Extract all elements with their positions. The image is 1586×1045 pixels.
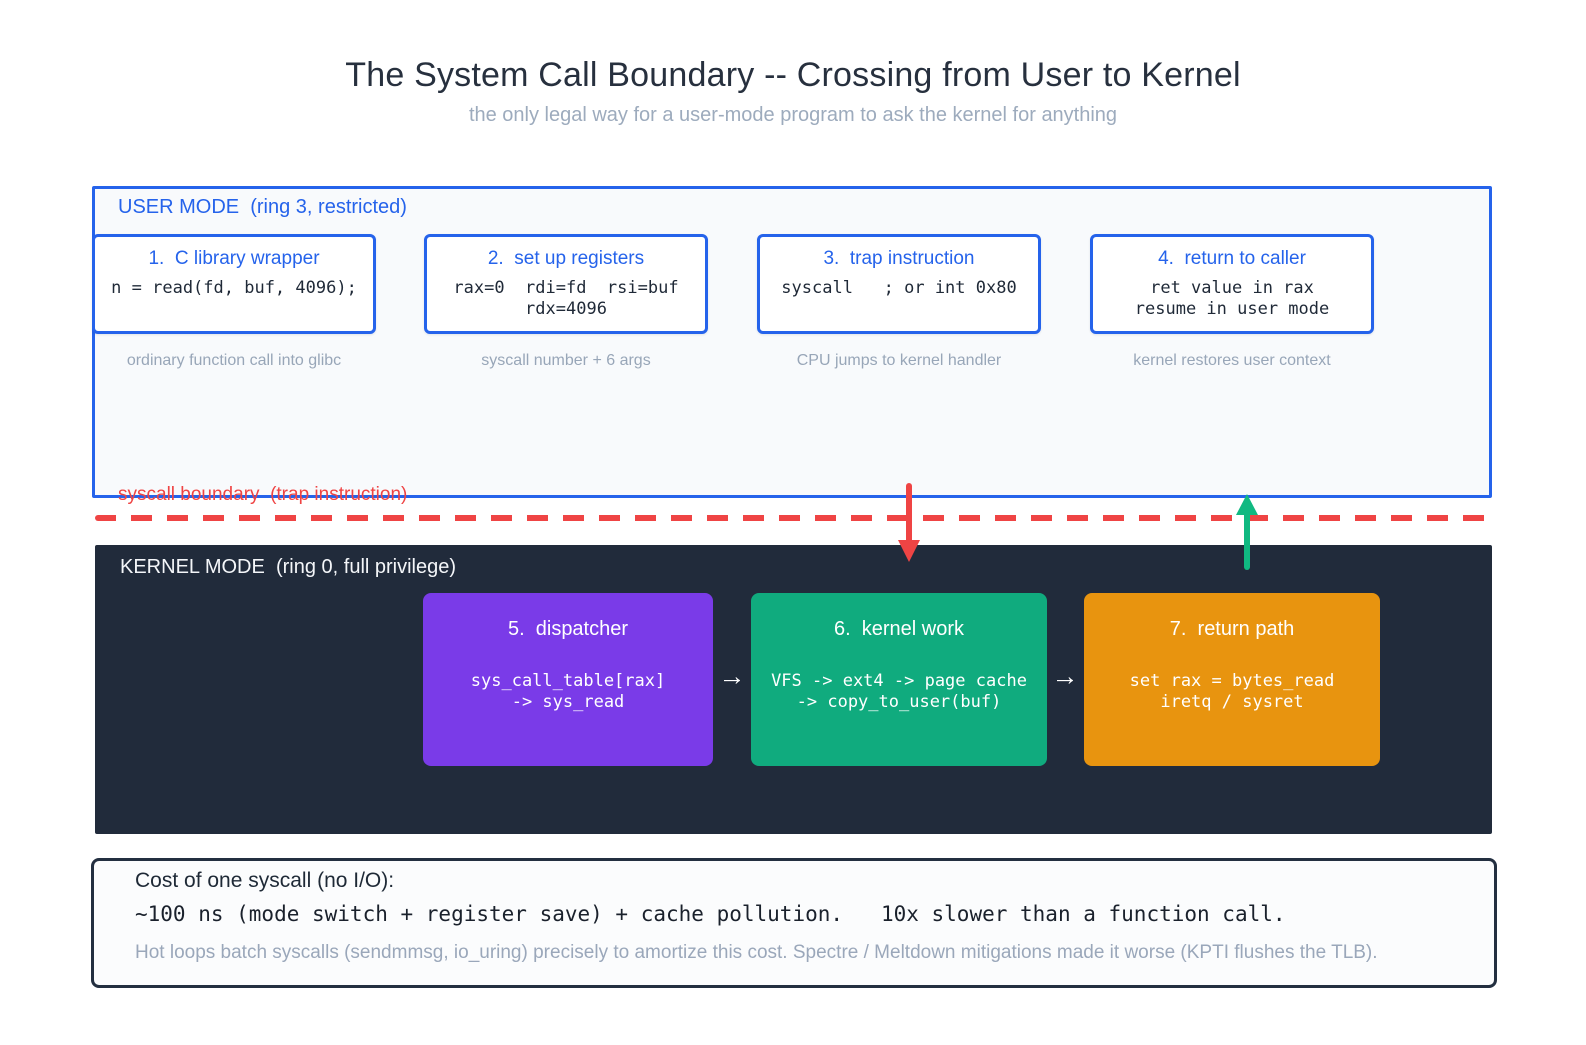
- flow-arrow-icon: →: [718, 661, 746, 691]
- cost-figures: ~100 ns (mode switch + register save) + …: [135, 902, 1286, 926]
- step-card-return-path: 7. return path set rax = bytes_read iret…: [1084, 593, 1380, 766]
- step-code: VFS -> ext4 -> page cache -> copy_to_use…: [771, 671, 1027, 712]
- cost-heading: Cost of one syscall (no I/O):: [135, 869, 395, 892]
- step-caption: syscall number + 6 args: [481, 352, 651, 369]
- step-card-dispatcher: 5. dispatcher sys_call_table[rax] -> sys…: [423, 593, 713, 766]
- step-title: 6. kernel work: [833, 618, 965, 640]
- step-title: 1. C library wrapper: [148, 248, 320, 269]
- step-caption: kernel restores user context: [1133, 352, 1331, 369]
- step-card-return-to-caller: 4. return to caller ret value in rax res…: [1090, 234, 1374, 334]
- cost-summary-box: [91, 858, 1497, 988]
- step-title: 2. set up registers: [487, 248, 645, 269]
- step-caption: CPU jumps to kernel handler: [796, 352, 1002, 369]
- syscall-boundary-label: syscall boundary (trap instruction): [118, 484, 408, 505]
- step-card-kernel-work: 6. kernel work VFS -> ext4 -> page cache…: [751, 593, 1047, 766]
- step-card-c-library-wrapper: 1. C library wrapper n = read(fd, buf, 4…: [92, 234, 376, 334]
- step-code: sys_call_table[rax] -> sys_read: [470, 671, 666, 712]
- page-subtitle: the only legal way for a user-mode progr…: [468, 104, 1118, 126]
- step-code: set rax = bytes_read iretq / sysret: [1129, 671, 1335, 712]
- syscall-boundary-dashed-line: [95, 515, 1490, 521]
- step-caption: ordinary function call into glibc: [126, 352, 342, 369]
- step-code: n = read(fd, buf, 4096);: [111, 278, 357, 298]
- kernel-mode-label: KERNEL MODE (ring 0, full privilege): [120, 556, 457, 578]
- step-code: ret value in rax resume in user mode: [1134, 278, 1330, 319]
- kernel-return-arrow-icon: [1236, 494, 1258, 570]
- cost-footnote: Hot loops batch syscalls (sendmmsg, io_u…: [135, 942, 1378, 963]
- flow-arrow-icon: →: [1051, 661, 1079, 691]
- page-title: The System Call Boundary -- Crossing fro…: [345, 56, 1241, 94]
- user-mode-panel: [92, 186, 1492, 498]
- step-card-trap-instruction: 3. trap instruction syscall ; or int 0x8…: [757, 234, 1041, 334]
- step-title: 3. trap instruction: [823, 248, 975, 269]
- step-code: syscall ; or int 0x80: [781, 278, 1017, 298]
- step-title: 4. return to caller: [1158, 248, 1306, 269]
- step-code: rax=0 rdi=fd rsi=buf rdx=4096: [453, 278, 679, 319]
- kernel-entry-arrow-icon: [898, 483, 920, 562]
- step-title: 7. return path: [1169, 618, 1295, 640]
- step-card-set-up-registers: 2. set up registers rax=0 rdi=fd rsi=buf…: [424, 234, 708, 334]
- step-title: 5. dispatcher: [507, 618, 629, 640]
- user-mode-label: USER MODE (ring 3, restricted): [118, 196, 407, 218]
